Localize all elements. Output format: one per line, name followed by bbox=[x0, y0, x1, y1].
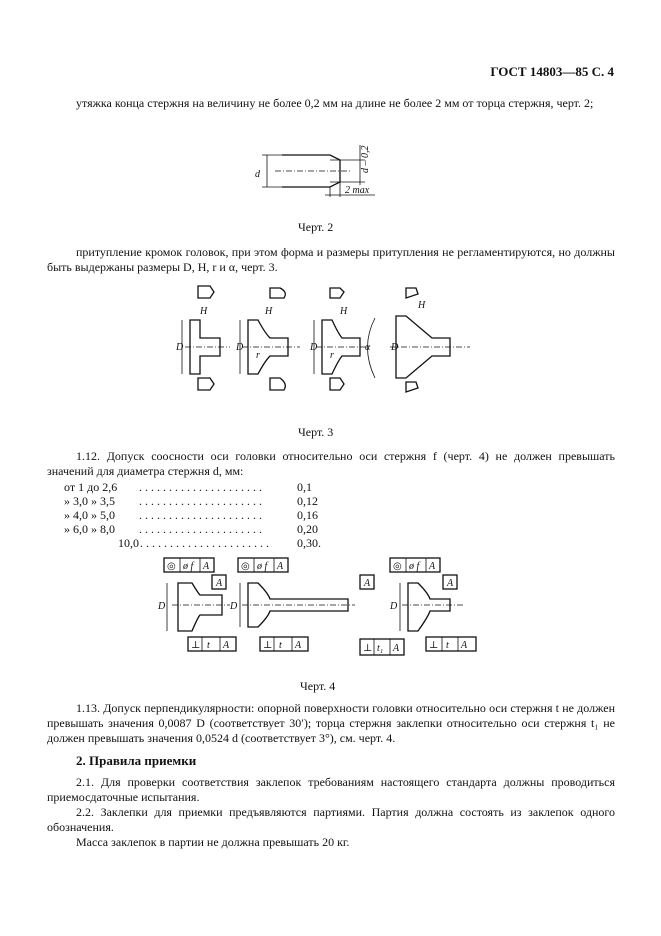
tol-range-5: 10,0 bbox=[118, 536, 139, 550]
paragraph-mass: Масса заклепок в партии не должна превыш… bbox=[47, 835, 615, 850]
fig4-perp-3: ⊥ bbox=[363, 643, 372, 654]
tolerance-row-4: » 6,0 » 8,0 . . . . . . . . . . . . . . .… bbox=[64, 523, 318, 536]
fig3-r-2: r bbox=[256, 350, 260, 361]
fig4-A-7: A bbox=[460, 640, 468, 651]
tol-value-1: 0,1 bbox=[297, 480, 312, 494]
tol-range-1: от 1 до 2,6 bbox=[64, 480, 118, 494]
fig3-D-3: D bbox=[309, 342, 318, 353]
fig4-perp-2: ⊥ bbox=[263, 640, 272, 651]
fig3-H-4: H bbox=[417, 300, 426, 311]
tol-dots-2: . . . . . . . . . . . . . . . . . . . . … bbox=[139, 494, 262, 508]
fig4-t-3: t bbox=[446, 640, 449, 651]
figure-3: D H D r H D r H α D H bbox=[175, 285, 470, 393]
fig4-perp-4: ⊥ bbox=[429, 640, 438, 651]
fig4-A-box-1: A bbox=[215, 578, 223, 589]
fig4-coax-1: ◎ bbox=[167, 561, 176, 572]
paragraph-2-1: 2.1. Для проверки соответствия заклепок … bbox=[47, 775, 615, 805]
label-2max: 2 max bbox=[345, 185, 370, 196]
fig4-t1: t₁ bbox=[377, 643, 383, 654]
fig4-D-1: D bbox=[157, 601, 166, 612]
tolerance-row-5: 10,0. . . . . . . . . . . . . . . . . . … bbox=[118, 537, 321, 550]
tol-value-3: 0,16 bbox=[297, 508, 318, 522]
paragraph-chamfer: притупление кромок головок, при этом фор… bbox=[47, 245, 615, 275]
fig3-H-1: H bbox=[199, 306, 208, 317]
figure-2: d d – 0,2 2 max bbox=[255, 145, 375, 197]
fig4-A-6: A bbox=[428, 561, 436, 572]
fig4-f-2: ø f bbox=[256, 561, 269, 572]
fig4-perp-1: ⊥ bbox=[191, 640, 200, 651]
paragraph-perp: 1.13. Допуск перпендикулярности: опорной… bbox=[47, 701, 615, 746]
caption-fig2: Черт. 2 bbox=[298, 220, 334, 234]
label-d-minus: d – 0,2 bbox=[360, 146, 371, 174]
tol-dots-1: . . . . . . . . . . . . . . . . . . . . … bbox=[139, 480, 262, 494]
fig4-A-box-3: A bbox=[446, 578, 454, 589]
section-title: 2. Правила приемки bbox=[76, 753, 197, 768]
tol-value-4: 0,20 bbox=[297, 522, 318, 536]
fig3-H-2: H bbox=[264, 306, 273, 317]
fig4-D-3: D bbox=[389, 601, 398, 612]
text-p6: 2.2. Заклепки для приемки предъявляются … bbox=[47, 805, 615, 834]
figure-4: ◎ ø f A A D ⊥ t A ◎ ø f A D ⊥ t A A ⊥ t₁… bbox=[157, 557, 477, 656]
tolerance-row-1: от 1 до 2,6 . . . . . . . . . . . . . . .… bbox=[64, 481, 312, 494]
fig4-t-1: t bbox=[207, 640, 210, 651]
tol-range-3: » 4,0 » 5,0 bbox=[64, 508, 115, 522]
tol-value-5: 0,30. bbox=[297, 536, 321, 550]
fig4-A-3: A bbox=[276, 561, 284, 572]
fig3-alpha: α bbox=[365, 342, 371, 353]
caption-fig3: Черт. 3 bbox=[298, 425, 334, 439]
text-p4: 1.13. Допуск перпендикулярности: опорной… bbox=[47, 701, 615, 745]
fig4-A-5: A bbox=[392, 643, 400, 654]
tol-dots-4: . . . . . . . . . . . . . . . . . . . . … bbox=[139, 522, 262, 536]
tol-range-4: » 6,0 » 8,0 bbox=[64, 522, 115, 536]
fig3-D-1: D bbox=[175, 342, 184, 353]
paragraph-shrink: утяжка конца стержня на величину не боле… bbox=[47, 96, 615, 111]
fig3-D-2: D bbox=[235, 342, 244, 353]
fig4-A-box-2: A bbox=[363, 578, 371, 589]
fig4-coax-2: ◎ bbox=[241, 561, 250, 572]
fig4-D-2: D bbox=[229, 601, 238, 612]
tolerance-row-3: » 4,0 » 5,0 . . . . . . . . . . . . . . .… bbox=[64, 509, 318, 522]
fig4-t-2: t bbox=[279, 640, 282, 651]
text-p5: 2.1. Для проверки соответствия заклепок … bbox=[47, 775, 615, 804]
fig3-H-3: H bbox=[339, 306, 348, 317]
tolerance-row-2: » 3,0 » 3,5 . . . . . . . . . . . . . . .… bbox=[64, 495, 318, 508]
text-p7: Масса заклепок в партии не должна превыш… bbox=[76, 835, 350, 849]
fig4-A-2: A bbox=[222, 640, 230, 651]
page-header: ГОСТ 14803—85 С. 4 bbox=[490, 64, 614, 79]
tol-value-2: 0,12 bbox=[297, 494, 318, 508]
text-p1: утяжка конца стержня на величину не боле… bbox=[76, 96, 594, 110]
fig4-A-1: A bbox=[202, 561, 210, 572]
fig3-r-3: r bbox=[330, 350, 334, 361]
fig4-f-1: ø f bbox=[182, 561, 195, 572]
fig3-D-4: D bbox=[390, 342, 399, 353]
fig4-f-3: ø f bbox=[408, 561, 421, 572]
tol-range-2: » 3,0 » 3,5 bbox=[64, 494, 115, 508]
tol-dots-3: . . . . . . . . . . . . . . . . . . . . … bbox=[139, 508, 262, 522]
paragraph-2-2: 2.2. Заклепки для приемки предъявляются … bbox=[47, 805, 615, 835]
label-d: d bbox=[255, 169, 261, 180]
text-p3: 1.12. Допуск соосности оси головки относ… bbox=[47, 449, 615, 478]
fig4-A-4: A bbox=[294, 640, 302, 651]
paragraph-coaxial: 1.12. Допуск соосности оси головки относ… bbox=[47, 449, 615, 479]
fig4-coax-3: ◎ bbox=[393, 561, 402, 572]
tol-dots-5: . . . . . . . . . . . . . . . . . . . . … bbox=[140, 536, 269, 550]
caption-fig4: Черт. 4 bbox=[300, 679, 336, 693]
text-p2: притупление кромок головок, при этом фор… bbox=[47, 245, 615, 274]
